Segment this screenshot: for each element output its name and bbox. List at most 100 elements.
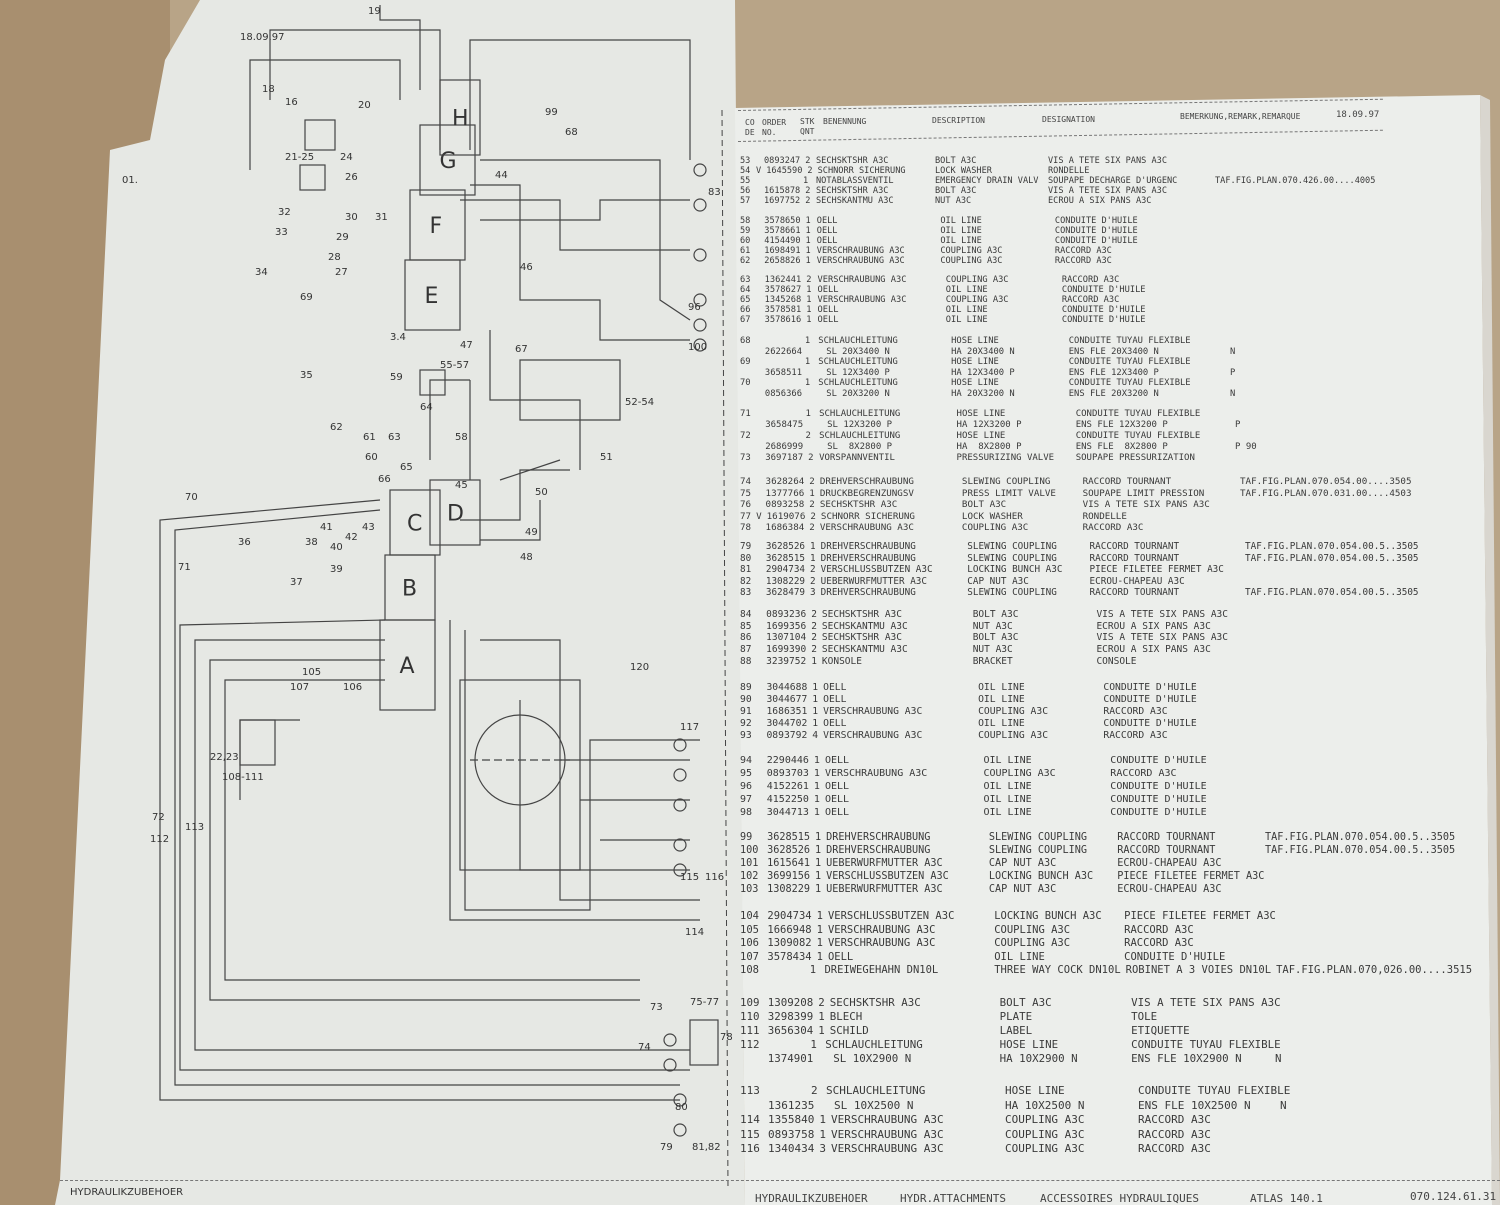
cell-order-no: 3628526	[767, 845, 810, 856]
cell-designation: CONDUITE D'HUILE	[1124, 950, 1226, 963]
slewing-coupling-symbol	[663, 1033, 677, 1047]
cell-description: HOSE LINE	[951, 336, 999, 346]
cell-order-no: 0856366	[764, 388, 802, 399]
callout-label: 117	[680, 722, 699, 733]
cell-description: HOSE LINE	[956, 409, 1006, 419]
cell-qty: 1	[810, 541, 816, 552]
cell-order-no: 3044677	[766, 694, 808, 705]
cell-order-no: 1361235	[768, 1098, 815, 1112]
cell-qty: 2	[808, 453, 814, 463]
callout-label: 96	[688, 302, 701, 313]
cell-order-no: 3578627	[764, 285, 802, 295]
cell-qty: 1	[813, 781, 820, 792]
cell-remark: N	[1275, 1052, 1282, 1065]
cell-designation: RONDELLE	[1048, 166, 1090, 176]
cell-benennung: OELL	[824, 755, 850, 766]
cell-pos: 58	[740, 216, 751, 226]
callout-label: 67	[515, 344, 528, 355]
cell-benennung: OELL	[824, 807, 850, 818]
cell-order-no: 1686351	[766, 706, 808, 717]
cell-description: SLEWING COUPLING	[961, 476, 1051, 487]
callout-label: 73	[650, 1002, 663, 1013]
cell-designation: TOLE	[1131, 1010, 1158, 1023]
cell-pos: 53	[740, 156, 751, 166]
cell-benennung: SL 20X3400 N	[826, 346, 890, 357]
cell-benennung: UEBERWURFMUTTER A3C	[820, 575, 927, 587]
cell-qty: 2	[809, 499, 815, 510]
cell-qty: 2	[807, 166, 813, 176]
cell-qty: 1	[811, 655, 817, 667]
hydraulic-line	[519, 700, 690, 871]
cell-designation: ENS FLE 20X3200 N	[1068, 388, 1159, 399]
callout-label: 35	[300, 370, 313, 381]
hydraulic-line	[209, 659, 640, 1001]
cell-remark: N	[1230, 388, 1236, 399]
hydraulic-line	[239, 719, 300, 800]
cell-designation: VIS A TETE SIX PANS A3C	[1096, 609, 1229, 620]
cell-designation: RACCORD A3C	[1054, 256, 1112, 266]
callout-label: 40	[330, 542, 343, 553]
cell-description: HA 10X2500 N	[1005, 1098, 1085, 1112]
cell-designation: CONDUITE TUYAU FLEXIBLE	[1068, 336, 1191, 346]
slewing-coupling-symbol	[693, 248, 707, 262]
cell-code: V	[756, 510, 762, 522]
cell-designation: CONDUITE D'HUILE	[1110, 794, 1207, 805]
cell-order-no: 0893703	[766, 768, 809, 779]
cell-designation: CONDUITE TUYAU FLEXIBLE	[1068, 357, 1191, 367]
cell-pos: 103	[740, 884, 759, 895]
footer-en: HYDR.ATTACHMENTS	[900, 1192, 1006, 1205]
cell-benennung: UEBERWURFMUTTER A3C	[826, 858, 943, 869]
cell-benennung: VERSCHRAUBUNG A3C	[817, 275, 907, 285]
cell-benennung: DREHVERSCHRAUBUNG	[820, 552, 916, 564]
callout-label: 100	[688, 342, 707, 353]
cell-description: OIL LINE	[978, 718, 1025, 729]
cell-benennung: SCHNORR SICHERUNG	[820, 510, 915, 522]
cell-description: HOSE LINE	[951, 357, 999, 367]
cell-qty: 1	[804, 378, 811, 388]
callout-label: 83	[708, 187, 721, 198]
cell-benennung: SECHSKTSHR A3C	[821, 632, 902, 644]
cell-description: LOCKING BUNCH A3C	[967, 564, 1063, 575]
hydraulic-line	[159, 499, 680, 1101]
cell-pos: 98	[740, 807, 753, 818]
cell-remark: TAF.FIG.PLAN.070.426.00....4005	[1215, 176, 1376, 186]
footer-page-number: 070.124.61.31	[1410, 1190, 1497, 1203]
footer-model: ATLAS 140.1	[1250, 1192, 1323, 1205]
cell-designation: RACCORD A3C	[1110, 768, 1177, 779]
cell-pos: 87	[740, 644, 752, 656]
cell-pos: 101	[740, 858, 759, 869]
header-description: DESCRIPTION	[932, 116, 985, 125]
cell-designation: CONDUITE D'HUILE	[1103, 682, 1197, 693]
cell-pos: 113	[740, 1084, 760, 1097]
cell-description: BOLT A3C	[999, 996, 1052, 1009]
cell-qty: 1	[805, 236, 811, 246]
cell-designation: CONDUITE TUYAU FLEXIBLE	[1068, 378, 1191, 388]
cell-description: OIL LINE	[940, 236, 982, 246]
cell-qty: 1	[805, 256, 811, 266]
cell-designation: ECROU-CHAPEAU A3C	[1089, 575, 1185, 587]
cell-benennung: VERSCHRAUBUNG A3C	[827, 937, 936, 949]
slewing-coupling-symbol	[673, 838, 687, 852]
cell-qty: 1	[818, 1024, 825, 1037]
cell-order-no: 3298399	[767, 1010, 814, 1023]
cell-description: HA 20X3400 N	[951, 346, 1015, 357]
cell-qty: 1	[810, 552, 816, 564]
cell-description: PRESSURIZING VALVE	[956, 453, 1055, 463]
valve-block-g	[419, 124, 476, 196]
cell-benennung: OELL	[817, 305, 839, 315]
cell-order-no: 3044702	[766, 718, 808, 729]
cell-description: BRACKET	[972, 655, 1013, 667]
slewing-coupling-symbol	[663, 1058, 677, 1072]
cell-qty: 2	[805, 156, 811, 166]
cell-order-no: 3656304	[767, 1024, 814, 1037]
callout-label: 51	[600, 452, 613, 463]
cell-qty: 2	[811, 609, 817, 620]
callout-label: 59	[390, 372, 403, 383]
cell-pos: 81	[740, 564, 752, 575]
cell-description: BOLT A3C	[935, 186, 977, 196]
callout-label: 21-25	[285, 152, 314, 163]
cell-qty: 1	[806, 285, 812, 295]
cell-benennung: VERSCHRAUBUNG A3C	[823, 730, 923, 741]
cell-designation: ECROU-CHAPEAU A3C	[1117, 858, 1222, 869]
